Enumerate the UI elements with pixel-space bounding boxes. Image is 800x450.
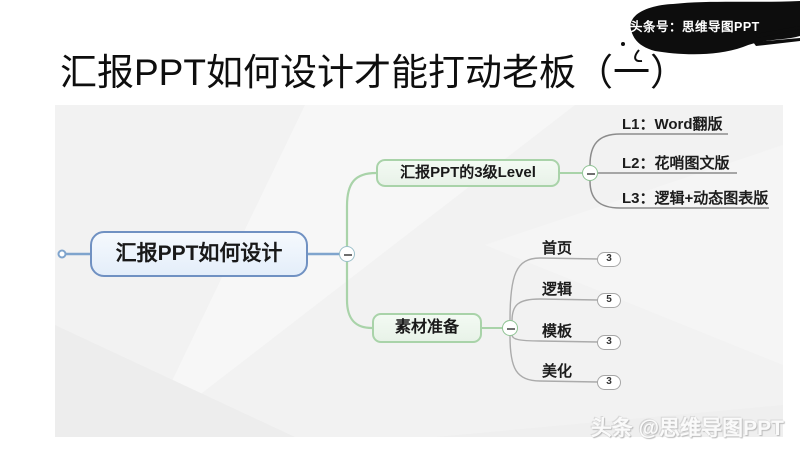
collapse-button-materials[interactable] (502, 320, 518, 336)
count-badge-homepage[interactable]: 3 (597, 252, 621, 267)
ink-brush-icon (621, 1, 800, 62)
count-badge-logic[interactable]: 5 (597, 293, 621, 308)
branch-topic-materials[interactable]: 素材准备 (372, 313, 482, 343)
minus-icon (343, 254, 352, 256)
leaf-l2-fancy[interactable]: L2：花哨图文版 (622, 155, 730, 172)
leaf-l1-word[interactable]: L1：Word翻版 (622, 116, 723, 133)
leaf-l3-logic-chart[interactable]: L3：逻辑+动态图表版 (622, 190, 769, 207)
collapse-button-levels[interactable] (582, 165, 598, 181)
slide-title: 汇报PPT如何设计才能打动老板（一） (60, 52, 687, 93)
leaf-beautify[interactable]: 美化 (542, 363, 573, 380)
leaf-homepage[interactable]: 首页 (542, 240, 573, 257)
root-topic[interactable]: 汇报PPT如何设计 (90, 231, 308, 277)
header-account-badge: 头条号：思维导图PPT (630, 20, 760, 34)
count-badge-template[interactable]: 3 (597, 335, 621, 350)
watermark-text: 头条 @思维导图PPT (590, 417, 784, 440)
minus-icon (586, 173, 595, 175)
branch-topic-levels[interactable]: 汇报PPT的3级Level (376, 159, 560, 187)
collapse-button-root[interactable] (339, 246, 355, 262)
leaf-logic[interactable]: 逻辑 (542, 281, 573, 298)
leaf-template[interactable]: 模板 (542, 323, 573, 340)
count-badge-beautify[interactable]: 3 (597, 375, 621, 390)
minus-icon (506, 328, 515, 330)
